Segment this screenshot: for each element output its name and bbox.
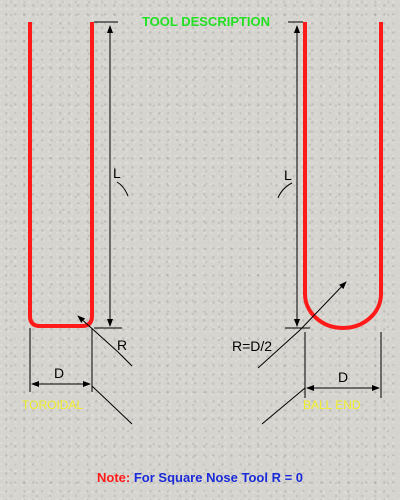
toroidal-tool: L R D TOROIDAL	[22, 21, 133, 425]
note-text: For Square Nose Tool R = 0	[133, 470, 303, 485]
toroidal-tool-outline	[28, 22, 94, 328]
ball-end-diameter-label: D	[338, 369, 348, 385]
ball-end-length-leader	[277, 182, 293, 199]
ball-end-radius-leader	[299, 281, 347, 331]
toroidal-caption: TOROIDAL	[22, 398, 83, 412]
note-label: Note:	[97, 470, 131, 485]
toroidal-radius-label: R	[117, 337, 127, 353]
ball-end-tool-outline	[303, 22, 383, 330]
toroidal-length-label: L	[113, 165, 121, 181]
ball-end-tool: L R=D/2 D BALL END	[232, 21, 383, 425]
ball-end-radius-leader-tail	[257, 329, 301, 369]
ball-end-caption: BALL END	[303, 398, 361, 412]
toroidal-diameter-leader	[91, 385, 133, 425]
toroidal-diameter-label: D	[54, 365, 64, 381]
footnote: Note: For Square Nose Tool R = 0	[0, 470, 400, 485]
ball-end-diameter-leader	[261, 387, 306, 425]
ball-end-length-label: L	[284, 167, 292, 183]
toroidal-length-leader	[116, 181, 129, 197]
toroidal-radius-leader-tail	[117, 351, 133, 367]
toroidal-radius-leader	[77, 315, 119, 353]
diagram-title: TOOL DESCRIPTION	[142, 14, 270, 29]
ball-end-radius-label: R=D/2	[232, 338, 272, 354]
